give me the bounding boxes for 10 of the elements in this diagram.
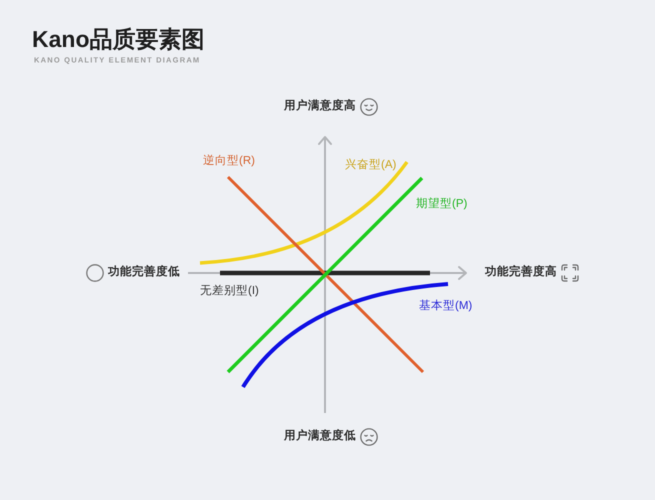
curve-label: 无差别型(I) xyxy=(200,285,259,299)
curve-label: 逆向型(R) xyxy=(203,155,255,169)
axis-label: 功能完善度高 xyxy=(485,266,557,280)
curve-label: 基本型(M) xyxy=(419,300,472,314)
curve-label: 期望型(P) xyxy=(416,198,468,212)
axis-label: 用户满意度高 xyxy=(284,100,356,114)
curve-label: 兴奋型(A) xyxy=(345,159,396,173)
axis-label: 功能完善度低 xyxy=(108,266,180,280)
title: Kano品质要素图 xyxy=(32,26,204,54)
axis-label: 用户满意度低 xyxy=(284,430,356,444)
